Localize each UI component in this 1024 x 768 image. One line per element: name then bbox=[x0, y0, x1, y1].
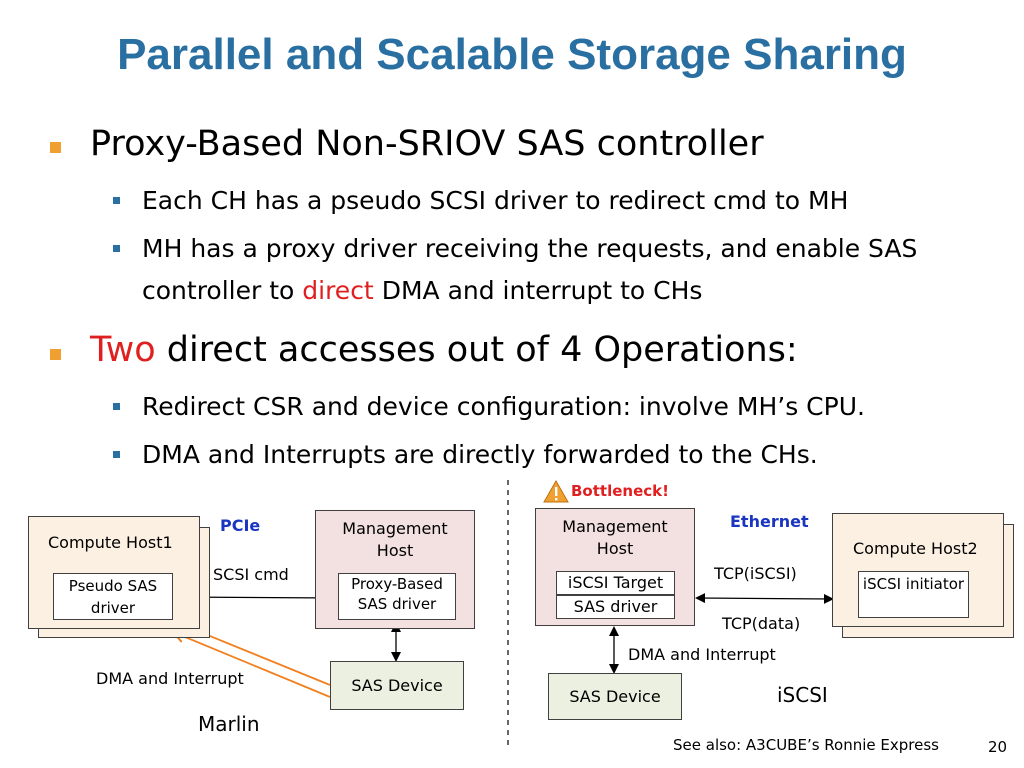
page-number: 20 bbox=[988, 738, 1008, 756]
bullet-marker bbox=[50, 349, 61, 360]
dma-arrow-2 bbox=[173, 632, 331, 698]
bullet-marker bbox=[50, 142, 61, 153]
scsi-cmd-label: SCSI cmd bbox=[213, 565, 289, 584]
bullet-1-sub-1: Each CH has a pseudo SCSI driver to redi… bbox=[142, 186, 849, 215]
tcp-arrow bbox=[695, 593, 834, 604]
sas-device-box: SAS Device bbox=[330, 661, 464, 710]
proxy-sas-driver-box: Proxy-Based SAS driver bbox=[338, 573, 456, 620]
compute-host-2-label: Compute Host2 bbox=[853, 539, 978, 558]
bullet-1-sub-2-line-2: controller to direct DMA and interrupt t… bbox=[142, 276, 703, 305]
bullet-1-text: Proxy-Based Non-SRIOV SAS controller bbox=[90, 124, 764, 164]
tcp-data-label: TCP(data) bbox=[722, 614, 801, 633]
footer-note: See also: A3CUBE’s Ronnie Express bbox=[673, 736, 939, 754]
bullet-2-text: Two direct accesses out of 4 Operations: bbox=[90, 330, 798, 370]
sub-bullet-marker bbox=[113, 403, 120, 410]
slide-title: Parallel and Scalable Storage Sharing bbox=[117, 30, 907, 79]
compute-host-1-label: Compute Host1 bbox=[48, 533, 173, 552]
warning-icon bbox=[543, 479, 569, 503]
sub-bullet-marker bbox=[113, 197, 120, 204]
bullet-1-sub-2-line-1: MH has a proxy driver receiving the requ… bbox=[142, 234, 918, 263]
sub-bullet-marker bbox=[113, 245, 120, 252]
dma-interrupt-label: DMA and Interrupt bbox=[96, 669, 244, 688]
tcp-iscsi-label: TCP(iSCSI) bbox=[714, 564, 797, 583]
iscsi-caption: iSCSI bbox=[777, 683, 828, 707]
ethernet-label: Ethernet bbox=[730, 512, 809, 531]
iscsi-initiator-box: iSCSI initiator bbox=[858, 571, 969, 618]
marlin-caption: Marlin bbox=[198, 712, 260, 736]
management-host-label: Management Host bbox=[342, 519, 448, 560]
pseudo-sas-driver-box: Pseudo SAS driver bbox=[53, 573, 173, 620]
bottleneck-label: Bottleneck! bbox=[571, 482, 669, 500]
sas-driver-box: SAS driver bbox=[556, 595, 675, 619]
bullet-2-sub-2: DMA and Interrupts are directly forwarde… bbox=[142, 440, 818, 469]
iscsi-management-host-label: Management Host bbox=[562, 517, 668, 558]
iscsi-sas-device-box: SAS Device bbox=[548, 673, 682, 720]
iscsi-dma-interrupt-label: DMA and Interrupt bbox=[628, 645, 776, 664]
pcie-label: PCIe bbox=[220, 516, 261, 535]
iscsi-target-box: iSCSI Target bbox=[556, 571, 675, 595]
sub-bullet-marker bbox=[113, 451, 120, 458]
bullet-2-sub-1: Redirect CSR and device configuration: i… bbox=[142, 392, 865, 421]
